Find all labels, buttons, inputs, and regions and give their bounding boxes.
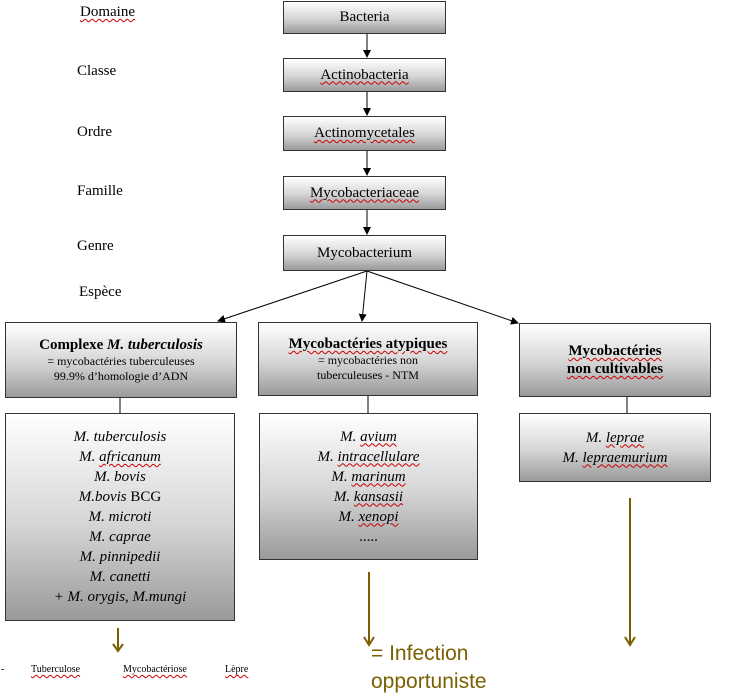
group-atypical: Mycobactéries atypiques = mycobactéries … [258, 322, 478, 396]
species-marinum: M. marinum [331, 468, 406, 485]
group-noncultivable: Mycobactéries non cultivables [519, 323, 711, 397]
arrow-to-complex [217, 270, 368, 323]
group-complex-line2: 99.9% d’homologie d’ADN [53, 369, 189, 383]
disease-tuberculose: Tuberculose [31, 664, 81, 675]
rank-famille: Famille [77, 183, 123, 199]
species-intracellulare: M. intracellulare [317, 448, 420, 465]
taxon-actinomycetales: Actinomycetales [283, 116, 446, 151]
species-pinnipedii: M. pinnipedii [79, 549, 161, 565]
group-noncult-line2: non cultivables [566, 361, 664, 377]
taxon-actinobacteria: Actinobacteria [283, 58, 446, 92]
arrow-to-noncultivable [366, 270, 519, 325]
disease-lepre: Lèpre [225, 664, 249, 675]
olive-arrow-lepre [624, 498, 636, 647]
group-complex-title: Complexe M. tuberculosis [39, 337, 203, 353]
taxon-bacteria: Bacteria [283, 1, 446, 34]
species-microti: M. microti [88, 509, 152, 525]
species-africanum: M. africanum [79, 449, 161, 465]
opportunistic-infection-note: = Infection opportuniste [371, 640, 487, 696]
species-tuberculosis: M. tuberculosis [73, 429, 167, 445]
rank-ordre: Ordre [77, 124, 112, 140]
taxon-mycobacteriaceae: Mycobacteriaceae [283, 176, 446, 210]
species-list-complex: M. tuberculosis M. africanum M. bovis M.… [5, 413, 235, 621]
species-leprae: M. leprae [585, 429, 645, 446]
group-atypical-line2: tuberculeuses - NTM [317, 368, 419, 382]
group-complex-tuberculosis: Complexe M. tuberculosis = mycobactéries… [5, 322, 237, 398]
species-others: + M. orygis, M.mungi [53, 589, 187, 605]
species-bovis: M. bovis [94, 469, 146, 485]
group-atypical-title: Mycobactéries atypiques [288, 336, 448, 352]
species-list-atypical: M. avium M. intracellulare M. marinum M.… [259, 413, 478, 560]
group-atypical-line1: = mycobactéries non [317, 353, 419, 367]
species-lepraemurium: M. lepraemurium [562, 449, 668, 466]
species-kansasii: M. kansasii [333, 488, 404, 505]
species-bovis-bcg: M.bovis BCG [78, 489, 162, 505]
footer-bullet: - [1, 664, 5, 675]
opportunistic-line2: opportuniste [371, 670, 487, 693]
arrow-to-atypical [358, 270, 368, 322]
species-avium: M. avium [340, 428, 397, 445]
group-complex-line1: = mycobactéries tuberculeuses [47, 354, 195, 368]
olive-arrow-tuberculose [112, 628, 124, 653]
group-noncult-line1: Mycobactéries [568, 343, 662, 359]
rank-espece: Espèce [79, 284, 122, 300]
disease-mycobacteriose: Mycobactériose [123, 664, 187, 675]
species-more: ..... [359, 528, 378, 545]
opportunistic-line1: = Infection [371, 642, 469, 665]
rank-genre: Genre [77, 238, 114, 254]
species-caprae: M. caprae [89, 529, 151, 545]
rank-domaine: Domaine [80, 4, 135, 20]
species-xenopi: M. xenopi [338, 508, 399, 525]
species-list-noncultivable: M. leprae M. lepraemurium [519, 413, 711, 482]
species-canetti: M. canetti [89, 569, 151, 585]
olive-arrow-mycobacteriose [363, 572, 375, 647]
taxon-mycobacterium: Mycobacterium [283, 235, 446, 271]
rank-classe: Classe [77, 63, 117, 79]
